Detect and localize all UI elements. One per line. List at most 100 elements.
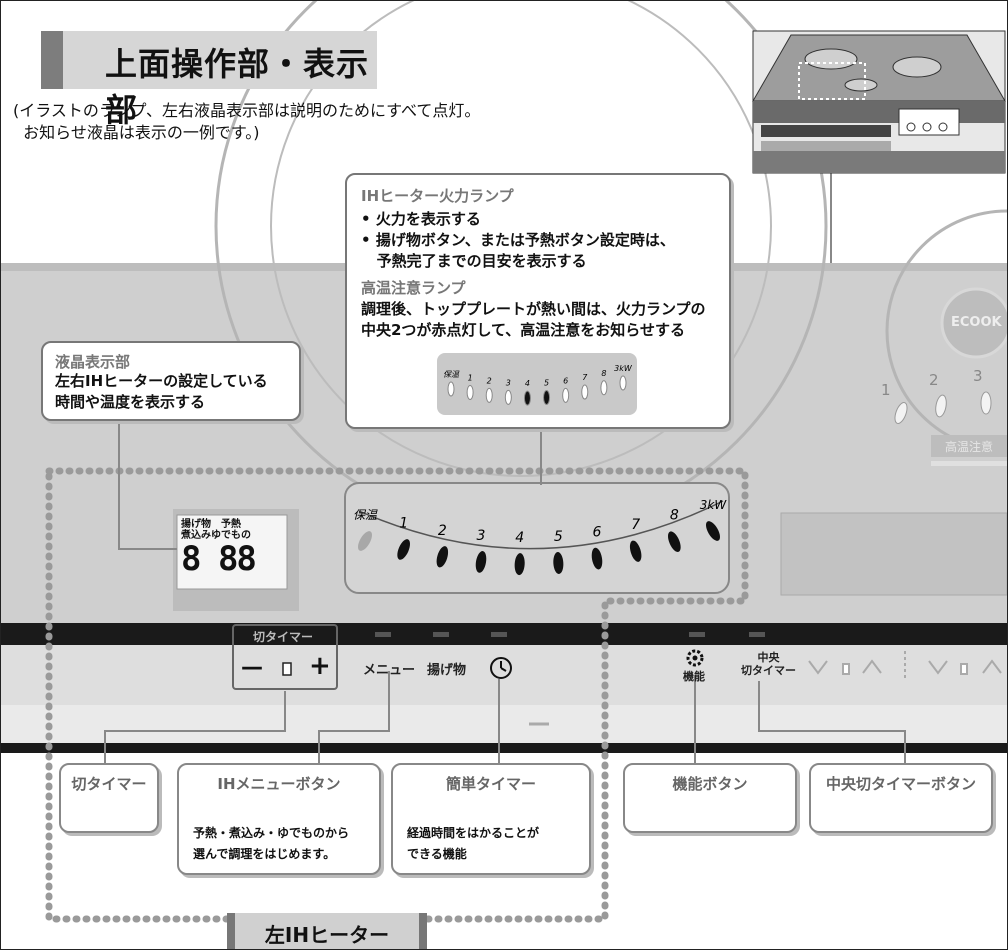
center-timer-callout-heading: 中央切タイマーボタン <box>825 775 976 793</box>
simple-timer-callout-heading: 簡単タイマー <box>445 775 536 793</box>
center-timer-callout: 中央切タイマーボタン <box>809 763 993 833</box>
timer-plus-button[interactable]: + <box>309 651 331 681</box>
clock-icon <box>490 657 512 679</box>
timer-box-label: 切タイマー <box>253 630 314 644</box>
simple-timer-callout-text-2: できる機能 <box>407 847 467 861</box>
burner-ring-inner <box>270 1 772 477</box>
mini-lamp-label-8: 8 <box>601 369 606 378</box>
menu-callout: IHメニューボタン 予熱・煮込み・ゆでものから 選んで調理をはじめます。 <box>177 763 381 875</box>
lcd-text-2: 時間や温度を表示する <box>55 393 206 411</box>
lcd-line-2: 煮込みゆでもの <box>181 530 251 541</box>
lcd-display: 揚げ物 予熱 煮込みゆでもの 8 88 <box>181 519 285 587</box>
mini-lamp-label-0: 保温 <box>443 370 460 379</box>
power-lamp-5 <box>553 552 564 575</box>
high-temp-text-1: 調理後、トッププレートが熱い間は、火力ランプの <box>361 300 706 318</box>
mini-lamp-3 <box>504 389 512 405</box>
power-lamp-8 <box>668 531 681 552</box>
power-lamp-9 <box>706 521 720 541</box>
mini-lamp-2 <box>485 387 493 403</box>
function-callout-heading: 機能ボタン <box>672 775 748 793</box>
mini-lamp-4 <box>523 390 531 406</box>
power-lamp-label-5: 5 <box>554 529 563 545</box>
lcd-heading: 液晶表示部 <box>55 353 131 371</box>
power-lamp-label-9: 3kW <box>700 498 728 512</box>
power-lamp-callout: IHヒーター火力ランプ • 火力を表示する • 揚げ物ボタン、または予熱ボタン設… <box>345 173 731 429</box>
mini-lamp-label-9: 3kW <box>614 364 633 373</box>
left-heater-label: 左IHヒーター <box>227 913 427 949</box>
mini-lamp-label-2: 2 <box>487 376 492 385</box>
right-warning-box <box>931 435 1007 457</box>
ecook-logo: ECOOK <box>951 315 1002 330</box>
power-lamp-heading: IHヒーター火力ランプ <box>361 187 514 205</box>
menu-callout-text-1: 予熱・煮込み・ゆでものから <box>193 826 350 840</box>
high-temp-text-2: 中央2つが赤点灯して、高温注意をお知らせする <box>361 321 685 339</box>
timer-minus-button[interactable]: — <box>241 655 263 680</box>
button-row <box>1 645 1007 705</box>
note-line-1: (イラストのランプ、左右液晶表示部は説明のためにすべて点灯。 <box>13 101 481 120</box>
power-lamp-label-8: 8 <box>670 508 679 524</box>
right-stepper <box>808 651 1002 681</box>
left-heater-label-text: 左IHヒーター <box>264 923 390 947</box>
mini-lamp-label-6: 6 <box>563 376 568 385</box>
mini-lamp-label-7: 7 <box>582 373 588 382</box>
power-lamp-label-7: 7 <box>631 517 640 533</box>
ecook-badge <box>940 287 1007 359</box>
gear-icon <box>686 649 704 667</box>
center-timer-button[interactable]: 中央 切タイマー <box>741 651 796 677</box>
lcd-digits: 8 88 <box>181 539 257 579</box>
power-lamp-label-0: 保温 <box>353 508 378 522</box>
lcd-callout: 液晶表示部 左右IHヒーターの設定している 時間や温度を表示する <box>41 341 301 421</box>
power-lamp-label-3: 3 <box>477 528 486 544</box>
power-lamp-4 <box>514 553 525 576</box>
left-heater-boundary <box>45 467 749 923</box>
simple-timer-callout-text-1: 経過時間をはかることが <box>407 826 540 840</box>
mini-lamp-8 <box>600 380 608 396</box>
mini-lamp-6 <box>562 387 570 403</box>
simple-timer-button[interactable] <box>487 653 515 683</box>
mini-lamp-label-3: 3 <box>506 378 511 387</box>
timer-callout-heading: 切タイマー <box>71 775 147 793</box>
power-lamp-1 <box>397 539 410 560</box>
mini-lamp-1 <box>466 384 474 400</box>
power-lamp-label-1: 1 <box>399 515 408 531</box>
front-plate <box>1 705 1007 743</box>
mini-lamp-0 <box>447 381 455 397</box>
power-lamp-6 <box>591 547 603 570</box>
menu-callout-heading: IHメニューボタン <box>217 775 341 793</box>
mini-lamp-label-5: 5 <box>544 378 549 387</box>
function-callout: 機能ボタン <box>623 763 797 833</box>
power-lamp-bullet-1: • 火力を表示する <box>361 210 481 228</box>
page-title-text: 上面操作部・表示部 <box>105 45 370 129</box>
timer-callout: 切タイマー <box>59 763 159 833</box>
right-lcd-window <box>780 512 1007 596</box>
power-lamp-label-2: 2 <box>438 523 447 539</box>
right-num-3: 3 <box>973 367 983 385</box>
function-button[interactable]: 機能 <box>683 670 705 683</box>
right-num-2: 2 <box>929 371 939 389</box>
right-num-1: 1 <box>881 381 891 399</box>
page-title: 上面操作部・表示部 <box>41 31 377 129</box>
right-warning-label: 高温注意 <box>945 440 994 454</box>
high-temp-heading: 高温注意ランプ <box>361 279 466 297</box>
power-lamp-2 <box>436 546 449 568</box>
product-image <box>752 30 1006 174</box>
timer-box <box>232 624 338 690</box>
power-lamp-label-6: 6 <box>593 525 602 541</box>
fry-button[interactable]: 揚げ物 <box>427 663 467 678</box>
mini-lamp-7 <box>581 384 589 400</box>
mini-lamp-5 <box>543 389 551 405</box>
mini-lamp-9 <box>619 375 627 391</box>
power-lamp-bullet-2: • 揚げ物ボタン、または予熱ボタン設定時は、 <box>361 231 675 249</box>
lcd-line-1: 揚げ物 予熱 <box>181 519 241 530</box>
power-lamp-bullet-3: 予熱完了までの目安を表示する <box>376 252 587 270</box>
menu-callout-text-2: 選んで調理をはじめます。 <box>193 847 336 861</box>
mini-lamp-label-4: 4 <box>525 379 530 388</box>
bottom-strip <box>1 743 1007 753</box>
right-burner-ring <box>885 209 1007 453</box>
power-lamp-7 <box>629 540 642 562</box>
note-line-2: お知らせ液晶は表示の一例です。) <box>13 123 260 142</box>
menu-button[interactable]: メニュー <box>363 663 416 678</box>
